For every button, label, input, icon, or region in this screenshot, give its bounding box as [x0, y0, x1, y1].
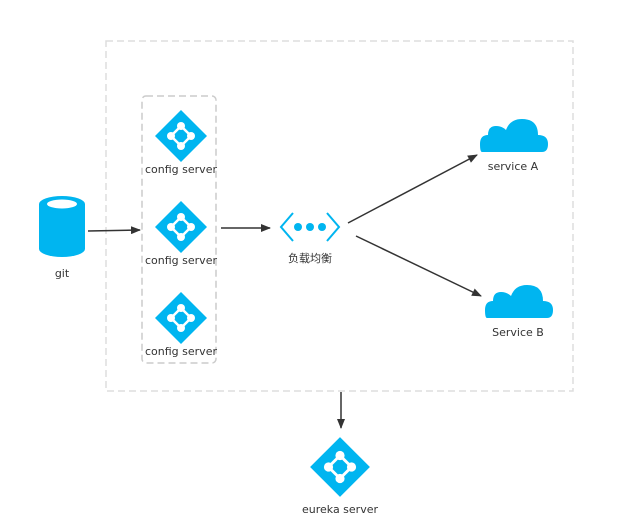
git-node[interactable]: git — [39, 196, 85, 280]
config-server-node[interactable]: config server — [145, 199, 217, 267]
cloud-icon — [480, 119, 548, 152]
system-boundary — [105, 40, 574, 392]
service-a-node[interactable]: service A — [480, 119, 548, 173]
load-balancer-node[interactable]: 负载均衡 — [279, 212, 341, 265]
edge-lb-to-service-a — [347, 154, 478, 224]
database-cylinder-icon — [39, 196, 85, 257]
git-label: git — [55, 267, 70, 280]
network-diamond-icon — [153, 108, 209, 164]
cloud-icon — [485, 285, 553, 318]
load-balancer-label: 负载均衡 — [288, 251, 332, 265]
config-server-label: config server — [145, 345, 217, 358]
config-server-label: config server — [145, 254, 217, 267]
edge-git-to-config — [87, 226, 141, 235]
service-a-label: service A — [488, 160, 539, 173]
edge-lb-to-service-b — [355, 235, 482, 297]
network-diamond-icon — [308, 435, 372, 499]
network-diamond-icon — [153, 199, 209, 255]
service-b-node[interactable]: Service B — [485, 285, 553, 339]
config-server-node[interactable]: config server — [145, 108, 217, 176]
config-server-label: config server — [145, 163, 217, 176]
eureka-server-node[interactable]: eureka server — [302, 435, 379, 516]
service-b-label: Service B — [492, 326, 544, 339]
eureka-server-label: eureka server — [302, 503, 379, 516]
config-server-node[interactable]: config server — [145, 290, 217, 358]
load-balancer-icon — [279, 212, 341, 242]
config-server-cluster — [141, 95, 217, 364]
network-diamond-icon — [153, 290, 209, 346]
